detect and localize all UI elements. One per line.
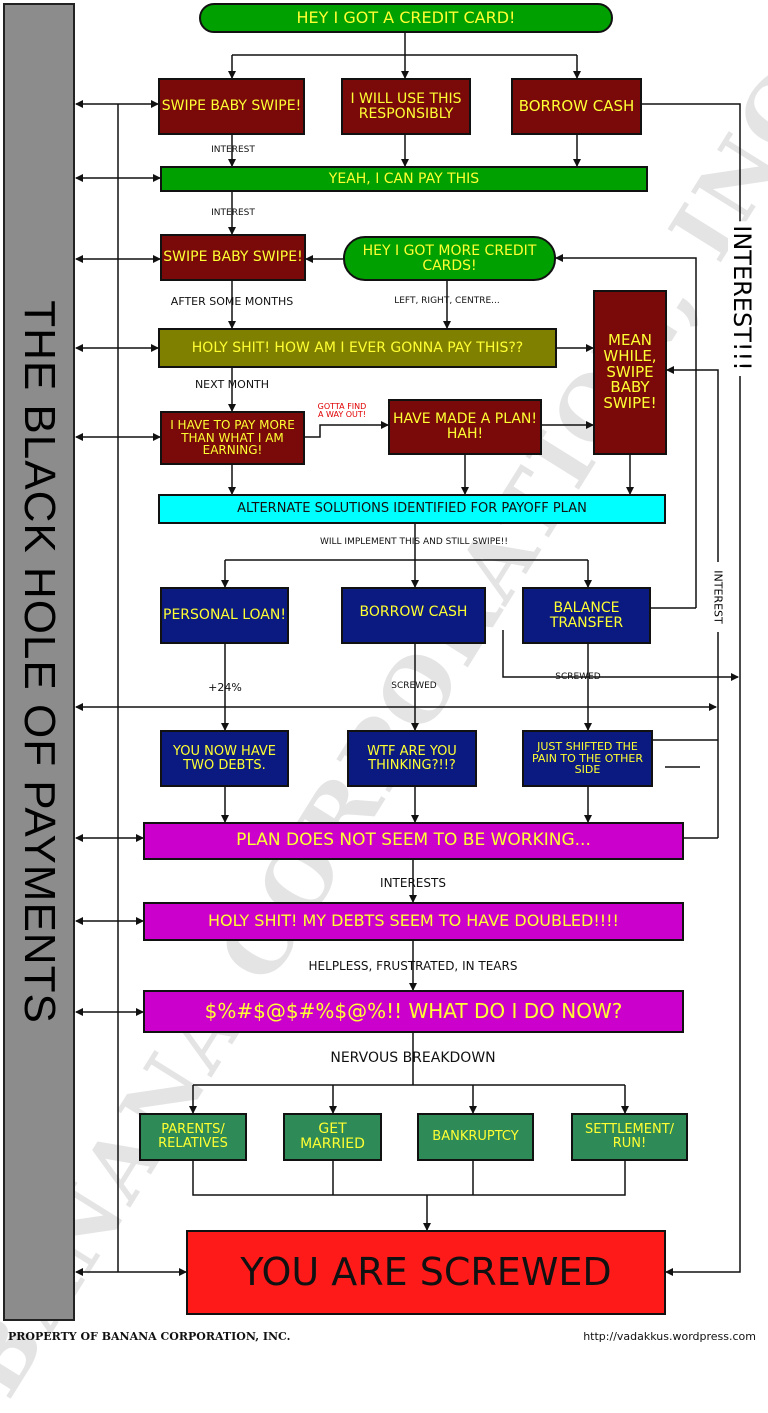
node-doubled-text: HOLY SHIT! MY DEBTS SEEM TO HAVE DOUBLED… [208, 911, 619, 931]
node-got-credit-card: HEY I GOT A CREDIT CARD! [199, 3, 613, 33]
node-settlement-text: SETTLEMENT/ RUN! [584, 1122, 675, 1151]
node-bankruptcy-text: BANKRUPTCY [432, 1129, 519, 1145]
node-not-working: PLAN DOES NOT SEEM TO BE WORKING... [143, 822, 684, 860]
node-what-now-text: $%#$@$#%$@%!! WHAT DO I DO NOW? [204, 999, 623, 1023]
connector-lines [75, 32, 741, 1276]
edge-label-plus24: +24% [208, 681, 242, 694]
edge-label-interests: INTERESTS [380, 876, 446, 890]
node-doubled: HOLY SHIT! MY DEBTS SEEM TO HAVE DOUBLED… [143, 902, 684, 941]
node-meanwhile: MEAN WHILE, SWIPE BABY SWIPE! [593, 290, 667, 455]
interest-mid-label: INTEREST [711, 568, 725, 626]
edge-label-find-way: GOTTA FIND A WAY OUT! [317, 402, 367, 420]
node-two-debts: YOU NOW HAVE TWO DEBTS. [160, 730, 289, 787]
node-settlement: SETTLEMENT/ RUN! [571, 1113, 688, 1161]
node-pay-more-text: I HAVE TO PAY MORE THAN WHAT I AM EARNIN… [170, 418, 295, 458]
node-made-plan: HAVE MADE A PLAN! HAH! [388, 399, 542, 455]
interest-right-label: INTEREST!!! [728, 221, 756, 375]
node-parents: PARENTS/ RELATIVES [139, 1113, 247, 1161]
edge-label-left-right: LEFT, RIGHT, CENTRE... [394, 296, 500, 306]
black-hole-sidebar: THE BLACK HOLE OF PAYMENTS [3, 3, 75, 1321]
node-holy-shit: HOLY SHIT! HOW AM I EVER GONNA PAY THIS?… [158, 328, 557, 368]
node-two-debts-text: YOU NOW HAVE TWO DEBTS. [173, 743, 276, 773]
node-you-are-screwed: YOU ARE SCREWED [186, 1230, 666, 1315]
node-parents-text: PARENTS/ RELATIVES [158, 1122, 228, 1151]
node-you-are-screwed-text: YOU ARE SCREWED [240, 1249, 612, 1294]
node-more-cards-text: HEY I GOT MORE CREDIT CARDS! [362, 242, 537, 274]
node-yeah-pay: YEAH, I CAN PAY THIS [160, 166, 648, 192]
footer-url[interactable]: http://vadakkus.wordpress.com [583, 1330, 756, 1343]
node-get-married-text: GET MARRIED [300, 1121, 365, 1152]
edge-label-next-month: NEXT MONTH [194, 378, 270, 391]
node-got-credit-card-text: HEY I GOT A CREDIT CARD! [296, 7, 516, 27]
node-borrow-cash-top-text: BORROW CASH [518, 96, 635, 115]
node-bankruptcy: BANKRUPTCY [417, 1113, 534, 1161]
edge-label-helpless: HELPLESS, FRUSTRATED, IN TEARS [308, 959, 518, 973]
node-borrow-cash-mid: BORROW CASH [341, 587, 486, 644]
node-made-plan-text: HAVE MADE A PLAN! HAH! [392, 411, 538, 442]
node-balance-transfer: BALANCE TRANSFER [522, 587, 651, 644]
edge-label-implement: WILL IMPLEMENT THIS AND STILL SWIPE!! [319, 537, 509, 547]
node-wtf-text: WTF ARE YOU THINKING?!!? [367, 743, 457, 773]
node-more-cards: HEY I GOT MORE CREDIT CARDS! [343, 236, 556, 281]
node-swipe-2: SWIPE BABY SWIPE! [160, 234, 306, 281]
edge-label-interest-2: INTEREST [211, 208, 255, 218]
edge-label-breakdown: NERVOUS BREAKDOWN [330, 1050, 496, 1066]
node-wtf: WTF ARE YOU THINKING?!!? [347, 730, 477, 787]
edge-label-screwed-mid: SCREWED [391, 681, 437, 691]
node-alternate-solutions-text: ALTERNATE SOLUTIONS IDENTIFIED FOR PAYOF… [237, 501, 587, 517]
node-holy-shit-text: HOLY SHIT! HOW AM I EVER GONNA PAY THIS?… [191, 339, 524, 356]
edge-label-screwed-right: SCREWED [555, 672, 601, 682]
node-meanwhile-text: MEAN WHILE, SWIPE BABY SWIPE! [603, 331, 657, 413]
node-get-married: GET MARRIED [283, 1113, 382, 1161]
node-swipe-2-text: SWIPE BABY SWIPE! [163, 249, 303, 266]
node-alternate-solutions: ALTERNATE SOLUTIONS IDENTIFIED FOR PAYOF… [158, 494, 666, 524]
node-what-now: $%#$@$#%$@%!! WHAT DO I DO NOW? [143, 990, 684, 1033]
node-pay-more: I HAVE TO PAY MORE THAN WHAT I AM EARNIN… [160, 411, 305, 465]
node-borrow-cash-mid-text: BORROW CASH [359, 604, 468, 620]
node-shifted-pain-text: JUST SHIFTED THE PAIN TO THE OTHER SIDE [532, 740, 643, 777]
node-balance-transfer-text: BALANCE TRANSFER [549, 599, 624, 631]
edge-label-interest-1: INTEREST [211, 145, 255, 155]
node-use-responsibly-text: I WILL USE THIS RESPONSIBLY [350, 90, 462, 122]
node-borrow-cash-top: BORROW CASH [511, 78, 642, 135]
edge-label-after-months: AFTER SOME MONTHS [170, 295, 294, 308]
node-use-responsibly: I WILL USE THIS RESPONSIBLY [341, 78, 471, 135]
node-yeah-pay-text: YEAH, I CAN PAY THIS [328, 170, 480, 187]
node-personal-loan: PERSONAL LOAN! [160, 587, 289, 644]
node-not-working-text: PLAN DOES NOT SEEM TO BE WORKING... [236, 830, 591, 851]
node-swipe-1-text: SWIPE BABY SWIPE! [161, 98, 302, 115]
node-shifted-pain: JUST SHIFTED THE PAIN TO THE OTHER SIDE [522, 730, 653, 787]
node-swipe-1: SWIPE BABY SWIPE! [158, 78, 305, 135]
footer-property: PROPERTY OF BANANA CORPORATION, INC. [8, 1330, 291, 1343]
node-personal-loan-text: PERSONAL LOAN! [163, 607, 286, 624]
